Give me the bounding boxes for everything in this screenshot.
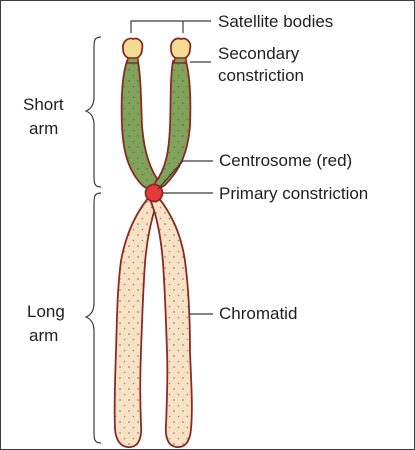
label-primary-constriction: Primary constriction — [219, 184, 368, 203]
short-arm-left-chromatid — [122, 61, 161, 192]
label-chromatid: Chromatid — [219, 304, 297, 323]
short-arm-brace — [86, 37, 101, 187]
label-secondary-constriction-1: Secondary — [218, 44, 300, 63]
long-arm-brace — [86, 193, 101, 443]
long-arm-left-chromatid — [115, 197, 157, 447]
label-centrosome: Centrosome (red) — [219, 151, 352, 170]
label-long-arm-1: Long — [27, 302, 65, 321]
satellite-body-right — [171, 38, 191, 63]
label-short-arm-2: arm — [29, 119, 58, 138]
label-long-arm-2: arm — [29, 326, 58, 345]
label-secondary-constriction-2: constriction — [218, 66, 304, 85]
leader-satellite-bodies — [131, 21, 211, 33]
long-arm-right-chromatid — [151, 197, 192, 447]
label-short-arm-1: Short — [23, 95, 64, 114]
satellite-body-left — [123, 38, 142, 63]
label-satellite-bodies: Satellite bodies — [218, 12, 333, 31]
